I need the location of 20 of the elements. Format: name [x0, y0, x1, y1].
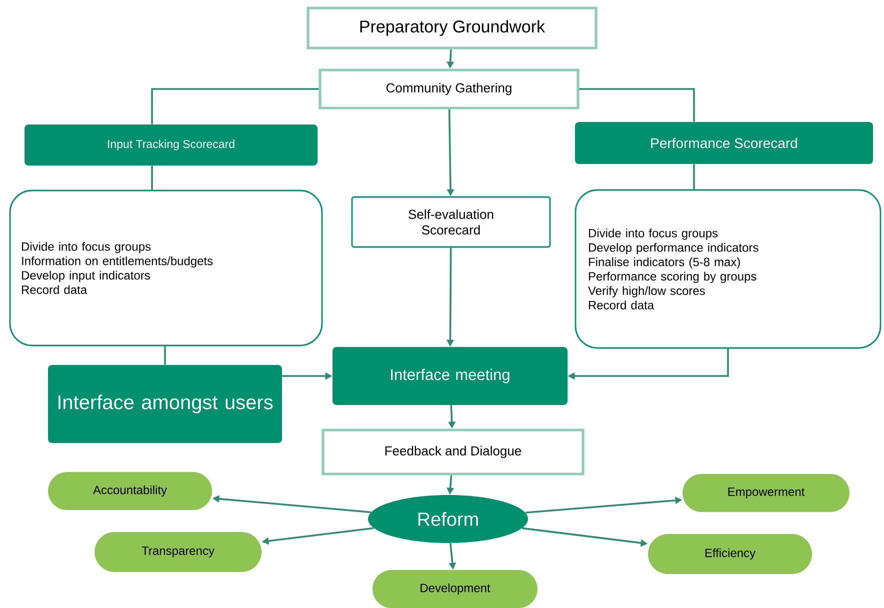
step-box: Self-evaluation Scorecard [351, 196, 551, 248]
scorecard-header: Performance Scorecard [575, 122, 873, 164]
scorecard-header: Input Tracking Scorecard [24, 124, 318, 166]
connector-line [151, 166, 153, 190]
step-list-box: Divide into focus groups Develop performance indicators Finalise indicators (5-8 max) Performance scoring by groups Verify high/low scores Record data [574, 189, 882, 349]
connector-line [693, 164, 695, 190]
step-box: Community Gathering [318, 68, 580, 110]
outcome-pill: Development [372, 570, 538, 608]
connector-line [579, 88, 695, 122]
outcome-pill: Accountability [48, 472, 212, 510]
connector-line [164, 346, 166, 365]
step-list-box: Divide into focus groups Information on entitlements/budgets Develop input indicators Record data [9, 190, 323, 346]
step-box: Preparatory Groundwork [306, 6, 598, 50]
connector-line [151, 88, 319, 124]
outcome-pill: Efficiency [648, 534, 812, 574]
outcome-pill: Transparency [94, 532, 262, 572]
interface-box: Interface meeting [332, 347, 568, 405]
step-box: Feedback and Dialogue [322, 428, 584, 476]
interface-box: Interface amongst users [48, 365, 282, 443]
outcome-pill: Empowerment [682, 474, 850, 512]
